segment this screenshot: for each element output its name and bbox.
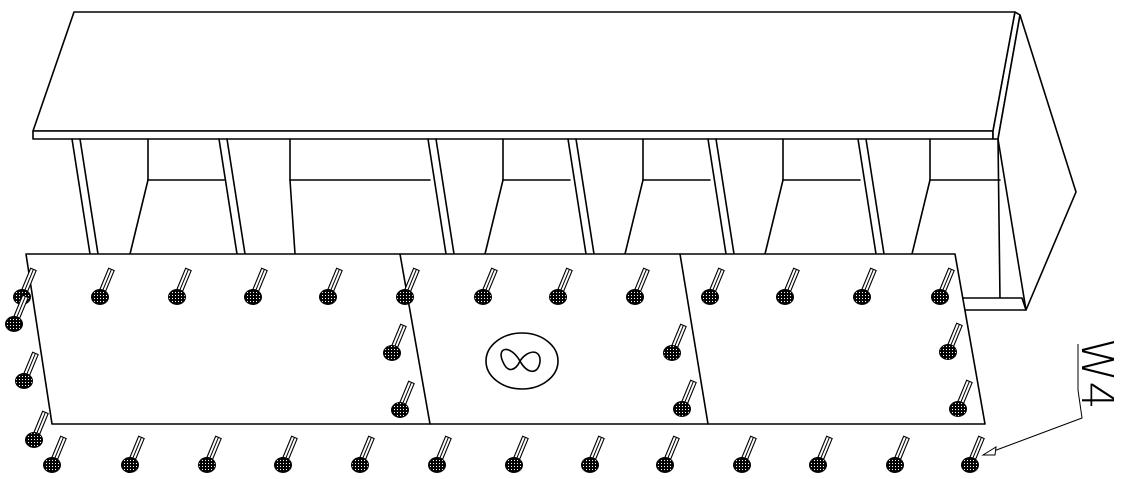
- dowel-icon: [428, 435, 452, 473]
- dowel-icon: [43, 435, 67, 473]
- divider-4: [567, 138, 595, 255]
- dowel-icon: [673, 379, 697, 417]
- dowel-icon: [701, 267, 725, 305]
- dowel-icon: [656, 435, 680, 473]
- dowel-icon: [168, 267, 192, 305]
- dowel-icon: [319, 267, 343, 305]
- dowel-icon: [396, 267, 420, 305]
- dowel-icon: [351, 435, 375, 473]
- dowel-icon: [549, 267, 573, 305]
- dowel-icon: [91, 267, 115, 305]
- panel-seam-right: [679, 253, 709, 425]
- dowel-icon: [5, 294, 29, 332]
- divider-1: [71, 138, 99, 255]
- dowel-icon: [581, 435, 605, 473]
- divider-2: [218, 138, 246, 255]
- dowel-icon: [274, 435, 298, 473]
- dowel-icon: [939, 322, 963, 360]
- dowel-icon: [505, 435, 529, 473]
- compartment-2: [289, 138, 431, 255]
- dowel-icon: [15, 351, 39, 389]
- cabinet-top-edge: [32, 130, 994, 140]
- quantity-badge-icon: [485, 332, 559, 390]
- dowel-icon: [663, 323, 687, 361]
- cabinet-top-board: [32, 11, 1016, 132]
- dowel-icon: [391, 380, 415, 418]
- dowel-icon: [121, 435, 145, 473]
- dowel-icon: [961, 435, 985, 473]
- panel-seam-left: [399, 253, 431, 425]
- compartment-3: [484, 138, 571, 255]
- divider-3: [427, 138, 455, 255]
- dowel-icon: [25, 410, 49, 448]
- dowel-icon: [474, 267, 498, 305]
- dowel-icon: [853, 267, 877, 305]
- dowel-icon: [931, 267, 955, 305]
- callout-label: W4: [1071, 338, 1122, 410]
- compartment-5: [764, 138, 861, 255]
- dowel-icon: [733, 435, 757, 473]
- compartment-6: [911, 138, 1001, 255]
- panel-face: [25, 253, 986, 425]
- dowel-icon: [13, 267, 37, 305]
- divider-6: [857, 138, 885, 255]
- dowel-icon: [198, 435, 222, 473]
- dowel-group: [5, 267, 985, 473]
- divider-5: [707, 138, 735, 255]
- back-panel: [25, 253, 986, 425]
- compartment-1: [129, 138, 225, 255]
- dowel-icon: [886, 435, 910, 473]
- dowel-icon: [244, 267, 268, 305]
- dowel-icon: [776, 267, 800, 305]
- dowel-icon: [809, 435, 833, 473]
- callout-arrow: [982, 344, 1083, 456]
- dowel-icon: [949, 379, 973, 417]
- cabinet-dividers: [71, 138, 1001, 255]
- callout: W4: [981, 338, 1122, 456]
- compartment-4: [624, 138, 711, 255]
- dowel-icon: [626, 267, 650, 305]
- dowel-icon: [383, 323, 407, 361]
